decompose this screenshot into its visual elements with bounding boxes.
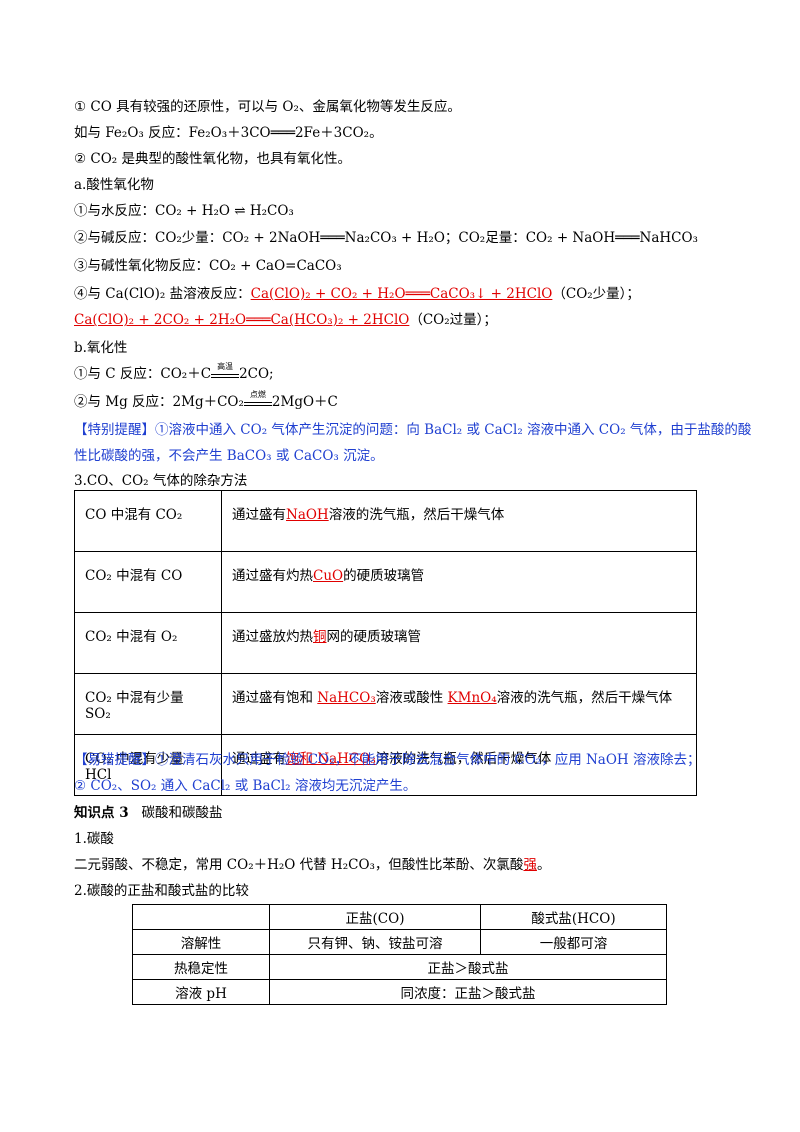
special-tip-line: 【特别提醒】①溶液中通入 CO₂ 气体产生沉淀的问题：向 BaCl₂ 或 CaC… [74,422,752,438]
impurity-cell: CO 中混有 CO₂ [74,490,222,552]
text-line: ①与水反应：CO₂ + H₂O ⇌ H₂CO₃ [74,203,294,219]
text-line: ① CO 具有较强的还原性，可以与 O₂、金属氧化物等发生反应。 [74,99,461,115]
table-header-row: 正盐(CO)酸式盐(HCO) [132,904,667,930]
row-label-cell: 溶液 pH [132,979,270,1005]
merged-cell: 正盐＞酸式盐 [269,954,667,980]
reaction-condition: 高温 [217,362,234,371]
text-line: b.氧化性 [74,340,128,356]
text-segment: 通过盛有 [232,507,286,523]
text-segment: 溶液的洗气瓶，然后干燥气体 [375,751,552,767]
text-line: a.酸性氧化物 [74,177,154,193]
equals-sign [243,402,272,406]
equals-sign [211,374,240,378]
equation-answer: Ca(ClO)₂ + 2CO₂ + 2H₂O═══Ca(HCO₃)₂ + 2HC… [74,312,410,328]
section-heading: 3.CO、CO₂ 气体的除杂方法 [74,473,248,489]
text-segment: 的硬质玻璃管 [343,568,425,584]
text-segment: 网的硬质玻璃管 [326,629,422,645]
text-segment: 溶液或酸性 [375,690,448,706]
salt-comparison-table: 正盐(CO)酸式盐(HCO)溶解性只有钾、钠、铵盐可溶一般都可溶热稳定性正盐＞酸… [132,904,667,1005]
equation-answer: Ca(ClO)₂ + CO₂ + H₂O═══CaCO₃↓ + 2HClO [250,286,553,302]
text-segment: ①与 C 反应：CO₂＋C [74,366,212,382]
table-row: 溶解性只有钾、钠、铵盐可溶一般都可溶 [132,929,667,955]
text-segment: ②与 Mg 反应：2Mg＋CO₂ [74,394,244,410]
text-segment: 溶液的洗气瓶，然后干燥气体 [496,690,673,706]
impurity-cell: CO₂ 中混有 O₂ [74,612,222,674]
method-cell: 通过盛有NaOH溶液的洗气瓶，然后干燥气体 [221,490,697,552]
answer-word: KMnO₄ [447,690,497,706]
subsection-heading: 1.碳酸 [74,831,114,847]
method-cell: 通过盛有饱和 NaHCO₃溶液的洗气瓶，然后干燥气体 [221,734,697,796]
impurity-cell: CO₂ 中混有少量 SO₂ [74,673,222,735]
header-cell [132,904,270,930]
impurity-cell: CO₂ 中混有少量 HCl [74,734,222,796]
text-segment: （CO₂过量）； [409,312,497,328]
method-cell: 通过盛有饱和 NaHCO₃溶液或酸性 KMnO₄溶液的洗气瓶，然后干燥气体 [221,673,697,735]
value-cell: 一般都可溶 [480,929,667,955]
text-segment: 通过盛有灼热 [232,568,313,584]
method-cell: 通过盛放灼热铜网的硬质玻璃管 [221,612,697,674]
knowledge-point-label: 知识点 3 [74,805,129,821]
text-segment: 二元弱酸、不稳定，常用 CO₂＋H₂O 代替 H₂CO₃，但酸性比苯酚、次氯酸 [74,857,524,873]
knowledge-point-title: 碳酸和碳酸盐 [141,805,223,821]
text-line: ④与 Ca(ClO)₂ 盐溶液反应：Ca(ClO)₂ + CO₂ + H₂O══… [74,284,640,304]
header-cell: 酸式盐(HCO) [480,904,667,930]
text-segment: 2MgO＋C [271,394,338,410]
text-segment: 通过盛放灼热 [232,629,313,645]
impurity-cell: CO₂ 中混有 CO [74,551,222,613]
answer-word: 饱和 NaHCO₃ [286,751,376,767]
text-segment: （CO₂少量）； [552,286,640,302]
text-segment: 通过盛有 [232,751,286,767]
text-line: 二元弱酸、不稳定，常用 CO₂＋H₂O 代替 H₂CO₃，但酸性比苯酚、次氯酸强… [74,855,550,875]
method-cell: 通过盛有灼热CuO的硬质玻璃管 [221,551,697,613]
text-line: ③与碱性氧化物反应：CO₂ + CaO=CaCO₃ [74,258,342,274]
text-line: 如与 Fe₂O₃ 反应：Fe₂O₃＋3CO═══2Fe＋3CO₂。 [74,125,383,141]
reaction-condition: 点燃 [249,390,266,399]
text-segment: 溶液的洗气瓶，然后干燥气体 [328,507,505,523]
answer-word: 铜 [313,629,327,645]
error-tip-line: 【易错提醒】①澄清石灰水只用于检验 CO₂，不能用于除去混合气体中的 CO₂，应… [74,752,701,768]
answer-word: 强 [523,857,537,873]
value-cell: 只有钾、钠、铵盐可溶 [269,929,481,955]
text-segment: 通过盛有饱和 [232,690,318,706]
answer-word: NaHCO₃ [317,690,376,706]
text-line: ②与碱反应：CO₂少量：CO₂ + 2NaOH═══Na₂CO₃ + H₂O；C… [74,230,698,246]
text-segment: ④与 Ca(ClO)₂ 盐溶液反应： [74,286,251,302]
error-tip-line: ② CO₂、SO₂ 通入 CaCl₂ 或 BaCl₂ 溶液均无沉淀产生。 [74,778,417,794]
text-line: Ca(ClO)₂ + 2CO₂ + 2H₂O═══Ca(HCO₃)₂ + 2HC… [74,310,497,330]
header-cell: 正盐(CO) [269,904,481,930]
merged-cell: 同浓度：正盐＞酸式盐 [269,979,667,1005]
knowledge-point-heading: 知识点 3 碳酸和碳酸盐 [74,803,222,823]
row-label-cell: 热稳定性 [132,954,270,980]
text-line: ①与 C 反应：CO₂＋C 高温 2CO; [74,362,274,384]
table-row: 热稳定性正盐＞酸式盐 [132,954,667,980]
text-segment: 。 [536,857,551,873]
answer-word: NaOH [286,507,329,523]
text-line: ② CO₂ 是典型的酸性氧化物，也具有氧化性。 [74,151,351,167]
answer-word: CuO [313,568,344,584]
text-line: ②与 Mg 反应：2Mg＋CO₂ 点燃 2MgO＋C [74,390,338,412]
row-label-cell: 溶解性 [132,929,270,955]
text-segment: 2CO; [239,366,274,382]
subsection-heading: 2.碳酸的正盐和酸式盐的比较 [74,883,249,899]
special-tip-line: 性比碳酸的强，不会产生 BaCO₃ 或 CaCO₃ 沉淀。 [74,448,384,464]
